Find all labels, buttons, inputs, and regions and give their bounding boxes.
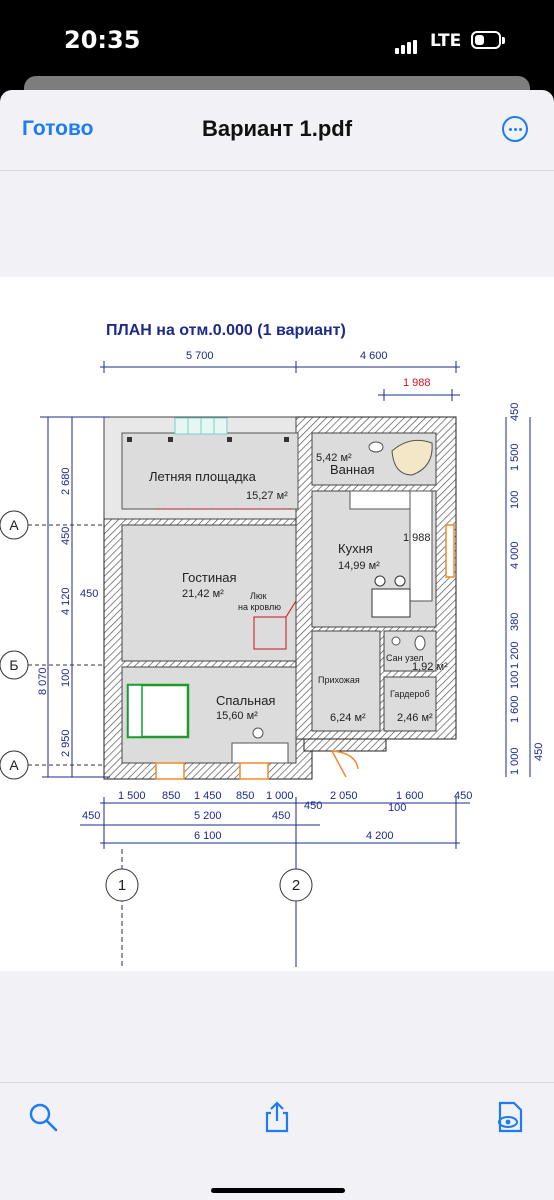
dim-top-2: 4 600 — [360, 350, 388, 362]
dim-bottom-7: 1 600 — [396, 790, 424, 802]
room-bedroom-name: Спальная — [216, 693, 275, 708]
search-icon[interactable] — [27, 1100, 59, 1134]
dim-bottom-3: 1 450 — [194, 790, 222, 802]
dim-right-10: 450 — [533, 743, 545, 761]
nav-divider — [0, 170, 554, 171]
dim-left-3: 4 120 — [60, 587, 72, 615]
room-bath-area: 5,42 м² — [316, 452, 352, 464]
dim-bottom-9: 450 — [82, 810, 100, 822]
hatch-label-1: Люк — [250, 591, 267, 601]
pdf-page[interactable]: ПЛАН на отм.0.000 (1 вариант) 5 700 4 60… — [0, 277, 554, 971]
dim-bottom-10: 5 200 — [194, 810, 222, 822]
dim-right-6: 1 200 — [509, 641, 521, 669]
dim-left-2: 450 — [60, 527, 72, 545]
dim-bottom-5: 1 000 — [266, 790, 294, 802]
document-title: Вариант 1.pdf — [201, 116, 353, 141]
room-wc-name: Сан узел — [386, 653, 424, 663]
nav-bar: Готово Вариант 1.pdf — [0, 90, 554, 170]
axis-a-bottom: А — [9, 757, 19, 773]
status-time: 20:35 — [64, 26, 141, 54]
share-icon[interactable] — [261, 1100, 293, 1134]
dim-bottom-14: 6 100 — [194, 830, 222, 842]
toolbar-divider — [0, 1082, 554, 1083]
status-bar: 20:35 LTE — [0, 0, 554, 80]
floor-plan: ПЛАН на отм.0.000 (1 вариант) 5 700 4 60… — [0, 322, 545, 967]
document-sheet: Готово Вариант 1.pdf ПЛАН на отм.0.000 (… — [0, 90, 554, 1200]
dim-red: 1 988 — [403, 377, 431, 389]
dim-bottom-8: 450 — [454, 790, 472, 802]
home-indicator[interactable] — [211, 1188, 345, 1193]
dim-kitchen: 1 988 — [403, 532, 431, 544]
room-wardrobe-name: Гардероб — [390, 689, 430, 699]
dim-bottom-6: 2 050 — [330, 790, 358, 802]
dim-left-5: 2 950 — [60, 729, 72, 757]
room-bath-name: Ванная — [330, 462, 375, 477]
room-kitchen-name: Кухня — [338, 541, 373, 556]
dim-right-3: 100 — [509, 491, 521, 509]
dim-left-7: 450 — [80, 588, 98, 600]
dim-right-8: 1 600 — [509, 695, 521, 723]
more-options-icon[interactable] — [502, 116, 528, 142]
markup-icon[interactable] — [494, 1100, 526, 1134]
dim-bottom-1: 1 500 — [118, 790, 146, 802]
dim-bottom-12: 450 — [304, 800, 322, 812]
hatch-label-2: на кровлю — [238, 602, 281, 612]
signal-icon — [395, 36, 419, 54]
dim-right-2: 1 500 — [509, 443, 521, 471]
dim-bottom-4: 850 — [236, 790, 254, 802]
dim-right-9: 1 000 — [509, 747, 521, 775]
dim-bottom-13: 100 — [388, 802, 406, 814]
room-summer-area: 15,27 м² — [246, 490, 288, 502]
axis-b: Б — [9, 657, 18, 673]
dim-bottom-11: 450 — [272, 810, 290, 822]
room-living-area: 21,42 м² — [182, 588, 224, 600]
dim-right-1: 450 — [509, 403, 521, 421]
room-summer-name: Летняя площадка — [149, 469, 257, 484]
axis-a-top: А — [9, 517, 19, 533]
room-living-name: Гостиная — [182, 570, 237, 585]
room-wc-area: 1,92 м² — [412, 661, 448, 673]
dim-bottom-15: 4 200 — [366, 830, 394, 842]
room-bedroom-area: 15,60 м² — [216, 710, 258, 722]
dim-left-6: 8 070 — [37, 667, 49, 695]
room-kitchen-area: 14,99 м² — [338, 560, 380, 572]
room-hall-area: 6,24 м² — [330, 712, 366, 724]
dim-top-1: 5 700 — [186, 350, 214, 362]
dim-left-4: 100 — [60, 669, 72, 687]
room-hall-name: Прихожая — [318, 675, 360, 685]
dim-right-4: 4 000 — [509, 541, 521, 569]
room-wardrobe-area: 2,46 м² — [397, 712, 433, 724]
dim-left-1: 2 680 — [60, 467, 72, 495]
network-label: LTE — [430, 31, 462, 51]
battery-icon — [471, 31, 505, 49]
done-button[interactable]: Готово — [22, 117, 94, 140]
plan-heading: ПЛАН на отм.0.000 (1 вариант) — [106, 322, 346, 339]
dim-right-5: 380 — [509, 613, 521, 631]
dim-right-7: 100 — [509, 671, 521, 689]
dim-bottom-2: 850 — [162, 790, 180, 802]
axis-1: 1 — [118, 877, 126, 894]
axis-2: 2 — [292, 877, 300, 894]
